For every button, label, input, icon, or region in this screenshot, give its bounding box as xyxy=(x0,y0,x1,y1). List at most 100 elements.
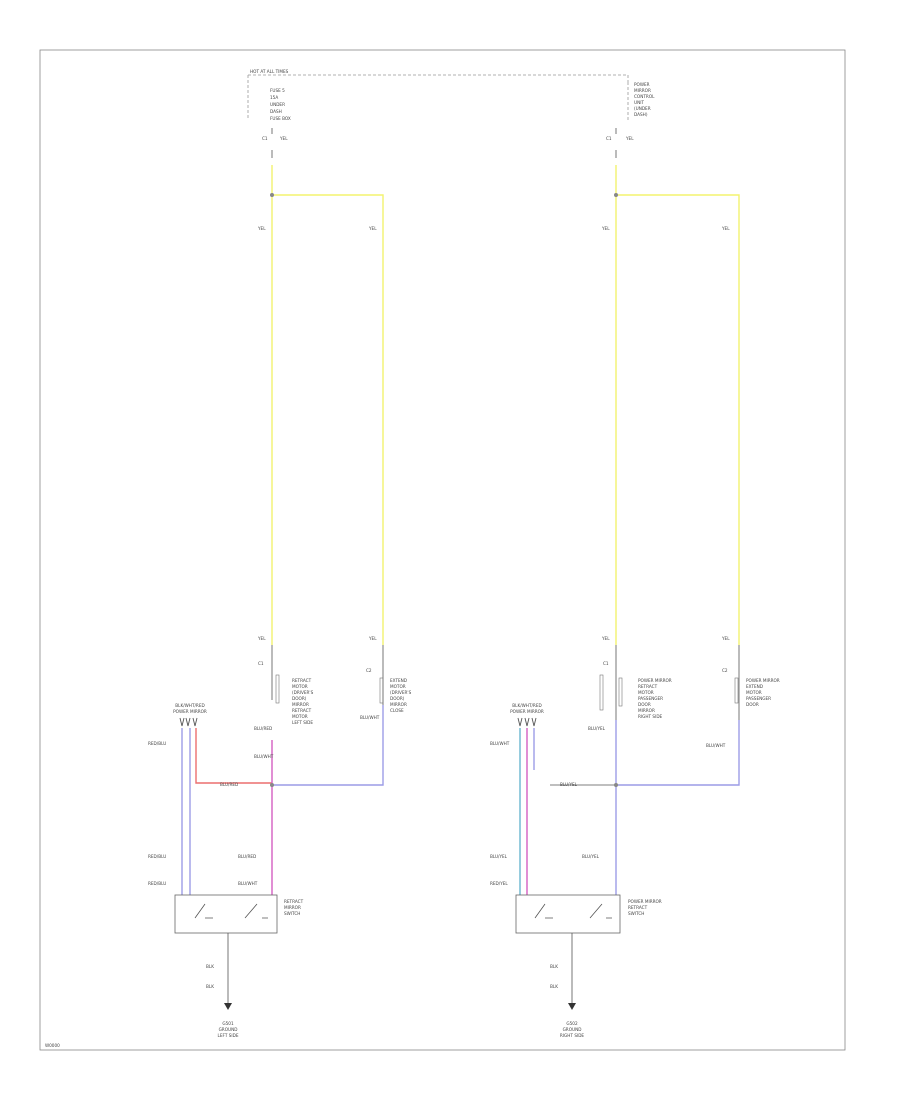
right-motor-b-label: POWER MIRROR EXTEND MOTOR PASSENGER DOOR xyxy=(746,678,780,707)
left-splice-dot xyxy=(270,193,274,197)
left-motor-pin: YEL xyxy=(257,636,266,641)
label-line: EXTEND xyxy=(746,684,763,689)
diagram-frame xyxy=(39,49,846,1051)
connector-label-line: POWER MIRROR xyxy=(510,709,544,714)
label-line: MIRROR xyxy=(292,702,309,707)
label-line: POWER MIRROR xyxy=(638,678,672,683)
left-top-header: HOT AT ALL TIMES xyxy=(250,69,289,74)
connector-label-line: BLK/WHT/RED xyxy=(512,703,541,708)
left-fuse-line: FUSE BOX xyxy=(270,116,291,121)
left-wire-label: BLU/WHT xyxy=(238,881,258,886)
right-violet-return xyxy=(616,720,740,786)
left-red-wire xyxy=(195,728,272,784)
left-fuse-line: FUSE 5 xyxy=(270,88,285,93)
left-wire-label: BLU/WHT xyxy=(254,754,274,759)
left-wire-label: RED/BLU xyxy=(148,854,166,859)
left-wire-label: BLU/RED xyxy=(254,726,272,731)
left-ground-label: G501 GROUND LEFT SIDE xyxy=(218,1021,239,1038)
left-top-pin: C1 xyxy=(262,136,268,141)
right-motor-a-label: POWER MIRROR RETRACT MOTOR PASSENGER DOO… xyxy=(638,678,672,719)
left-motor-conn: C1 xyxy=(258,661,264,666)
left-mirror-switch xyxy=(174,894,278,934)
left-wire-label: BLU/RED xyxy=(220,782,238,787)
left-switch-label: RETRACT MIRROR SWITCH xyxy=(284,899,304,916)
right-motor-pin: YEL xyxy=(721,636,730,641)
label-line: POWER xyxy=(634,82,650,87)
label-line: PASSENGER xyxy=(638,696,663,701)
right-ground-symbol xyxy=(568,1003,576,1010)
label-line: DOOR xyxy=(638,702,651,707)
label-line: SWITCH xyxy=(628,911,644,916)
left-wire-label: BLK xyxy=(206,984,214,989)
label-line: MIRROR xyxy=(634,88,651,93)
left-junction-dot xyxy=(270,783,274,787)
connector-label-line: POWER MIRROR xyxy=(173,709,207,714)
right-top-pin: C1 xyxy=(606,136,612,141)
label-line: RETRACT xyxy=(292,678,312,683)
label-line: DOOR xyxy=(746,702,759,707)
label-line: CLOSE xyxy=(390,708,404,713)
left-motor-a-connector xyxy=(275,674,280,704)
label-line: DOOR) xyxy=(390,696,405,701)
left-fuse-block: FUSE 5 15A UNDER DASH FUSE BOX xyxy=(270,88,291,121)
label-line: MOTOR xyxy=(746,690,762,695)
label-line: MOTOR xyxy=(390,684,406,689)
left-yellow-wire xyxy=(271,165,384,645)
label-line: RETRACT xyxy=(628,905,648,910)
label-line: GROUND xyxy=(563,1027,582,1032)
label-line: MOTOR xyxy=(638,690,654,695)
connector-pins xyxy=(517,717,537,727)
label-line: RETRACT xyxy=(284,899,304,904)
label-line: RIGHT SIDE xyxy=(560,1033,585,1038)
label-line: DOOR) xyxy=(292,696,307,701)
label-line: RIGHT SIDE xyxy=(638,714,663,719)
label-line: (DRIVER'S xyxy=(390,690,412,695)
left-motor-pin: YEL xyxy=(368,636,377,641)
right-motor-conn: C2 xyxy=(722,668,728,673)
right-motor-conn: C1 xyxy=(603,661,609,666)
label-line: G501 xyxy=(222,1021,234,1026)
label-line: DASH) xyxy=(634,112,648,117)
left-fuse-line: DASH xyxy=(270,109,282,114)
fuse-box-dashed-bus xyxy=(247,74,629,120)
right-top-wire-label: YEL xyxy=(625,136,634,141)
label-line: MIRROR xyxy=(638,708,655,713)
left-wire-label: BLK xyxy=(206,964,214,969)
label-line: MOTOR xyxy=(292,684,308,689)
right-motor-a-connector xyxy=(599,674,604,711)
label-line: MOTOR xyxy=(292,714,308,719)
label-line: POWER MIRROR xyxy=(746,678,780,683)
label-line: LEFT SIDE xyxy=(218,1033,239,1038)
left-motor-b-label: EXTEND MOTOR (DRIVER'S DOOR) MIRROR CLOS… xyxy=(390,678,412,713)
label-line: RETRACT xyxy=(638,684,658,689)
right-wire-label: BLU/YEL xyxy=(582,854,600,859)
label-line: SWITCH xyxy=(284,911,300,916)
right-junction-dot xyxy=(614,783,618,787)
right-wire-label: BLU/YEL xyxy=(588,726,606,731)
left-wire-label: RED/BLU xyxy=(148,741,166,746)
right-circuit: POWER MIRROR CONTROL UNIT (UNDER DASH) C… xyxy=(490,82,780,1038)
right-wire-label: BLK xyxy=(550,964,558,969)
right-mirror-switch xyxy=(515,894,621,934)
label-line: POWER MIRROR xyxy=(628,899,662,904)
left-motor-a-label: RETRACT MOTOR (DRIVER'S DOOR) MIRROR RET… xyxy=(292,678,314,725)
right-wire-label: BLU/WHT xyxy=(706,743,726,748)
right-wire-label: BLK xyxy=(550,984,558,989)
label-line: GROUND xyxy=(219,1027,238,1032)
right-yellow-wire xyxy=(615,165,740,645)
right-switch-connector: BLK/WHT/RED POWER MIRROR xyxy=(510,703,544,727)
right-switch-contacts xyxy=(534,903,612,919)
left-splice-pin: YEL xyxy=(368,226,377,231)
label-line: RETRACT xyxy=(292,708,312,713)
right-wire-label: BLU/YEL xyxy=(490,854,508,859)
left-wire-label: BLU/WHT xyxy=(360,715,380,720)
left-wire-label: RED/BLU xyxy=(148,881,166,886)
left-top-wire-label: YEL xyxy=(279,136,288,141)
label-line: G502 xyxy=(566,1021,578,1026)
footer-code: W0000 xyxy=(45,1043,60,1048)
right-splice-pin: YEL xyxy=(721,226,730,231)
label-line: MIRROR xyxy=(390,702,407,707)
left-switch-contacts xyxy=(194,903,268,919)
right-splice-pin: YEL xyxy=(601,226,610,231)
left-fuse-line: 15A xyxy=(270,95,278,100)
